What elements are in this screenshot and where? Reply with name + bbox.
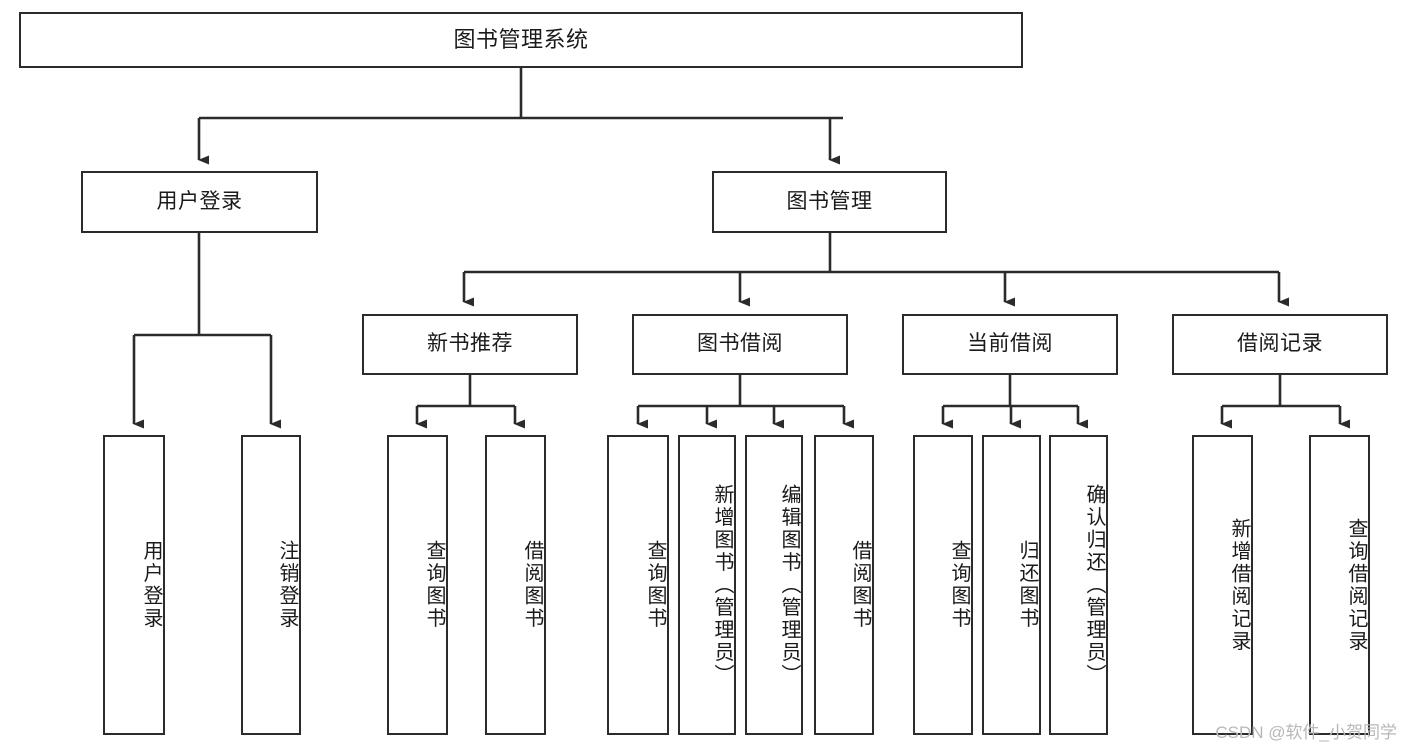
- node-borrow-record[interactable]: 借阅记录: [1172, 314, 1388, 375]
- node-leaf-return-book-label: 归还图书: [1016, 540, 1038, 630]
- node-leaf-borrow-book-2-label: 借阅图书: [849, 540, 871, 630]
- node-leaf-borrow-book-1[interactable]: 借阅图书: [485, 435, 546, 735]
- node-current-borrow-label: 当前借阅: [967, 332, 1053, 356]
- node-leaf-query-book-1-label: 查询图书: [423, 540, 445, 630]
- node-leaf-query-record[interactable]: 查询借阅记录: [1309, 435, 1370, 735]
- node-leaf-edit-book-label: 编辑图书（管理员）: [778, 483, 800, 687]
- csdn-watermark: CSDN @软件_小贺同学: [1215, 723, 1397, 742]
- node-new-book-recommend-label: 新书推荐: [427, 332, 513, 356]
- node-root-label: 图书管理系统: [453, 27, 589, 53]
- node-leaf-add-book[interactable]: 新增图书（管理员）: [678, 435, 736, 735]
- node-leaf-query-book-3-label: 查询图书: [948, 540, 970, 630]
- node-leaf-user-logout[interactable]: 注销登录: [241, 435, 301, 735]
- node-leaf-add-record[interactable]: 新增借阅记录: [1192, 435, 1253, 735]
- node-leaf-query-book-1[interactable]: 查询图书: [387, 435, 448, 735]
- node-book-borrow[interactable]: 图书借阅: [632, 314, 848, 375]
- node-leaf-user-logout-label: 注销登录: [276, 540, 298, 630]
- node-current-borrow[interactable]: 当前借阅: [902, 314, 1118, 375]
- node-borrow-record-label: 借阅记录: [1237, 332, 1323, 356]
- node-leaf-add-book-label: 新增图书（管理员）: [711, 483, 733, 687]
- node-leaf-query-book-2[interactable]: 查询图书: [607, 435, 669, 735]
- node-leaf-user-login[interactable]: 用户登录: [103, 435, 165, 735]
- node-user-login-label: 用户登录: [156, 189, 243, 213]
- node-leaf-edit-book[interactable]: 编辑图书（管理员）: [745, 435, 803, 735]
- node-book-borrow-label: 图书借阅: [697, 332, 783, 356]
- node-leaf-confirm-return[interactable]: 确认归还（管理员）: [1049, 435, 1108, 735]
- node-leaf-borrow-book-2[interactable]: 借阅图书: [814, 435, 874, 735]
- node-leaf-query-book-3[interactable]: 查询图书: [913, 435, 973, 735]
- node-new-book-recommend[interactable]: 新书推荐: [362, 314, 578, 375]
- node-leaf-query-record-label: 查询借阅记录: [1345, 517, 1367, 653]
- node-leaf-return-book[interactable]: 归还图书: [982, 435, 1041, 735]
- node-book-manage[interactable]: 图书管理: [712, 171, 947, 233]
- node-leaf-confirm-return-label: 确认归还（管理员）: [1083, 483, 1105, 687]
- node-leaf-add-record-label: 新增借阅记录: [1228, 517, 1250, 653]
- node-book-manage-label: 图书管理: [786, 189, 873, 213]
- node-user-login[interactable]: 用户登录: [81, 171, 318, 233]
- node-leaf-user-login-label: 用户登录: [140, 540, 162, 630]
- node-leaf-query-book-2-label: 查询图书: [644, 540, 666, 630]
- node-leaf-borrow-book-1-label: 借阅图书: [521, 540, 543, 630]
- node-root[interactable]: 图书管理系统: [19, 12, 1023, 68]
